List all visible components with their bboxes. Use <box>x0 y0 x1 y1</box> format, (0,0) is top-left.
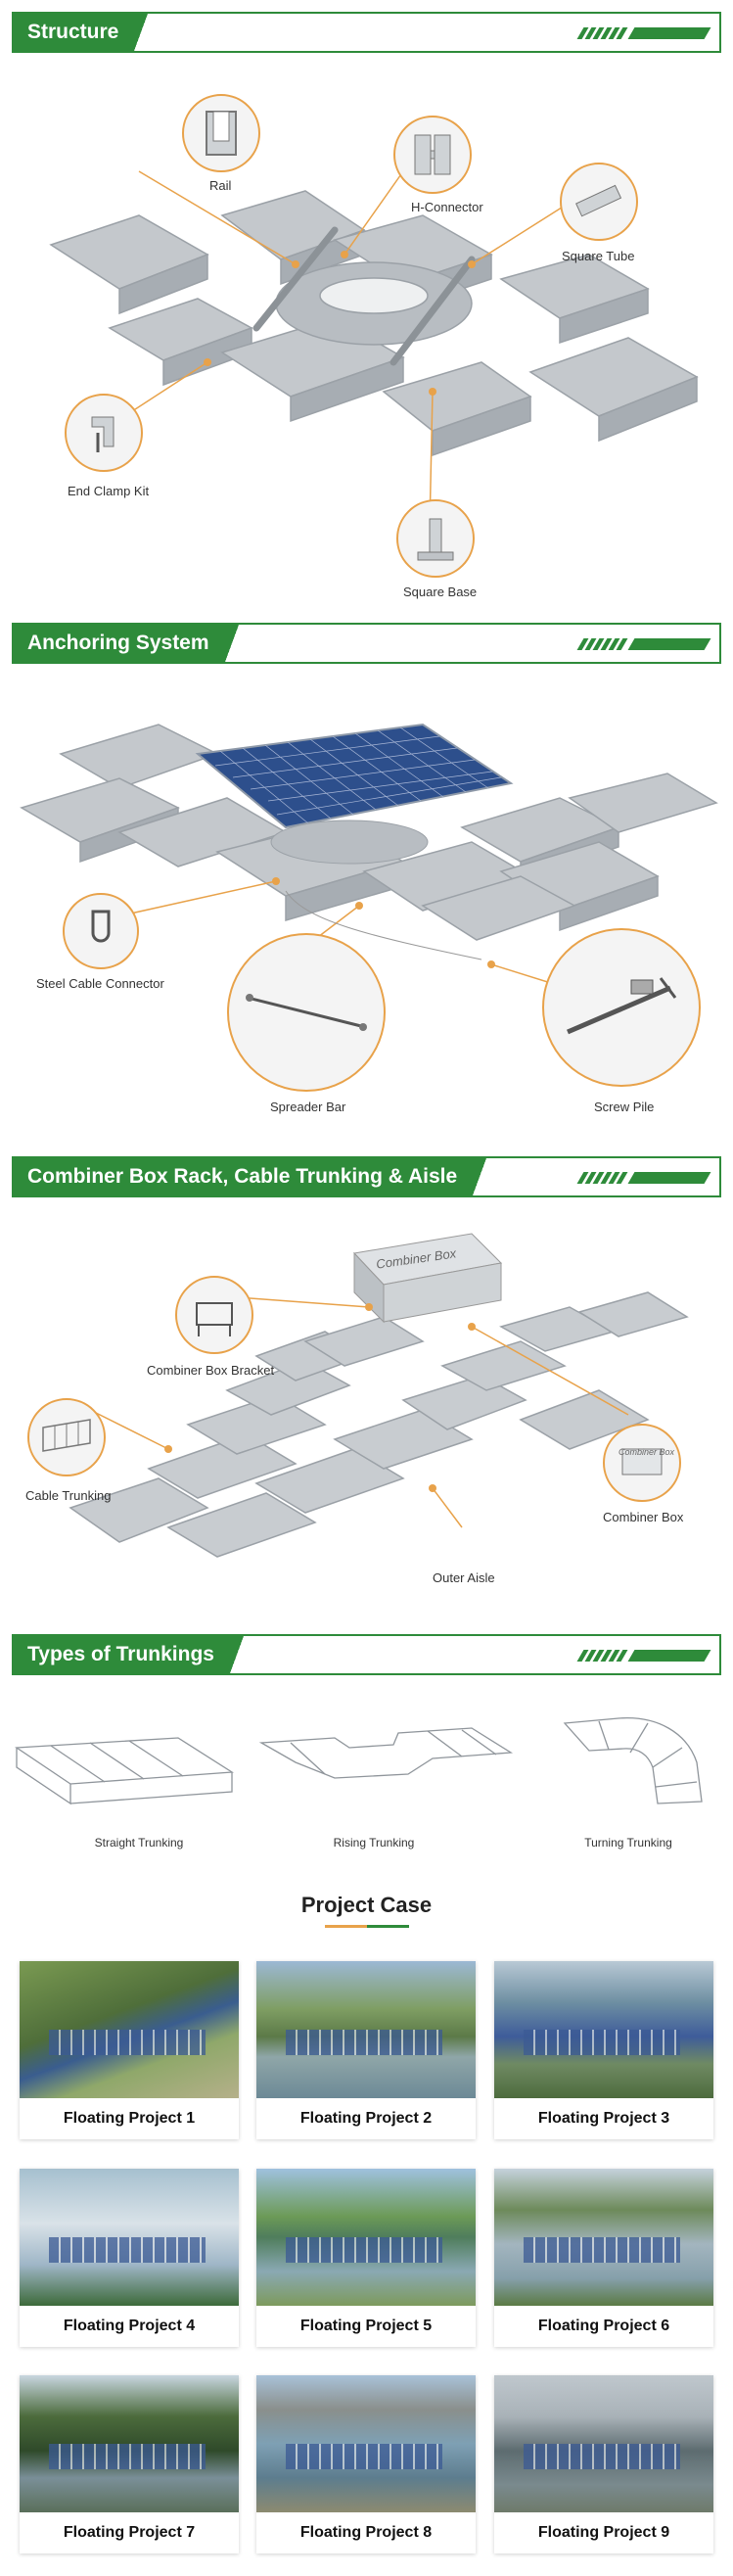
trunkings-illustration <box>15 1717 703 1805</box>
screw-pile-callout <box>542 928 701 1087</box>
project-caption: Floating Project 5 <box>299 2318 433 2334</box>
square-tube-callout <box>560 163 638 241</box>
solar-panels-overlay <box>524 2030 680 2055</box>
end-clamp-label: End Clamp Kit <box>68 484 150 498</box>
square-base-label: Square Base <box>403 585 478 599</box>
project-caption: Floating Project 7 <box>63 2524 196 2541</box>
solar-panels-overlay <box>286 2444 442 2469</box>
project-card[interactable]: Floating Project 6 <box>494 2169 713 2347</box>
project-caption: Floating Project 2 <box>299 2110 433 2127</box>
header-stripes <box>576 1172 711 1184</box>
trunking-label-rising: Rising Trunking <box>333 1836 415 1850</box>
cable-trunking-callout <box>27 1398 106 1476</box>
project-photo <box>494 1961 713 2098</box>
anchoring-diagram: Steel Cable Connector Spreader Bar Screw… <box>12 685 721 1126</box>
project-card[interactable]: Floating Project 9 <box>494 2375 713 2553</box>
structure-illustration <box>49 170 699 530</box>
square-tube-label: Square Tube <box>562 249 635 263</box>
project-caption: Floating Project 1 <box>63 2110 196 2127</box>
rail-callout <box>182 94 260 172</box>
project-caption: Floating Project 8 <box>299 2524 433 2541</box>
rail-label: Rail <box>209 178 232 193</box>
project-caption: Floating Project 6 <box>537 2318 670 2334</box>
project-photo <box>20 1961 239 2098</box>
anchoring-header: Anchoring System <box>12 623 721 664</box>
structure-diagram: Rail H-Connector Square Tube End Clamp K… <box>12 69 721 617</box>
trunking-label-turning: Turning Trunking <box>584 1836 672 1850</box>
title-underline <box>325 1925 409 1928</box>
project-card[interactable]: Floating Project 4 <box>20 2169 239 2347</box>
trunkings-diagram: Straight Trunking Rising Trunking Turnin… <box>12 1694 721 1870</box>
outer-aisle-label: Outer Aisle <box>433 1570 495 1585</box>
project-card[interactable]: Floating Project 2 <box>256 1961 476 2139</box>
project-photo <box>494 2375 713 2512</box>
solar-panels-overlay <box>286 2237 442 2263</box>
bracket-callout <box>175 1276 253 1354</box>
combiner-diagram: Combiner Box Combiner Box Bracket Cable … <box>12 1224 721 1616</box>
solar-panels-overlay <box>49 2030 206 2055</box>
project-caption: Floating Project 9 <box>537 2524 670 2541</box>
project-card[interactable]: Floating Project 5 <box>256 2169 476 2347</box>
small-box-text: Combiner Box <box>618 1447 675 1457</box>
anchoring-illustration <box>20 723 718 990</box>
header-stripes <box>576 638 711 650</box>
project-card[interactable]: Floating Project 8 <box>256 2375 476 2553</box>
project-photo <box>256 2169 476 2306</box>
project-card[interactable]: Floating Project 1 <box>20 1961 239 2139</box>
solar-panels-overlay <box>524 2237 680 2263</box>
project-photo <box>256 2375 476 2512</box>
trunkings-header: Types of Trunkings <box>12 1634 721 1675</box>
project-photo <box>256 1961 476 2098</box>
project-card[interactable]: Floating Project 3 <box>494 1961 713 2139</box>
section-title: Anchoring System <box>14 625 239 662</box>
bracket-label: Combiner Box Bracket <box>147 1363 275 1378</box>
project-photo <box>20 2169 239 2306</box>
trunking-label-straight: Straight Trunking <box>94 1836 184 1850</box>
project-caption: Floating Project 3 <box>537 2110 670 2127</box>
steel-cable-callout <box>63 893 139 969</box>
solar-panels-overlay <box>49 2444 206 2469</box>
header-stripes <box>576 27 711 39</box>
steel-cable-label: Steel Cable Connector <box>36 976 164 991</box>
combiner-illustration <box>69 1233 689 1558</box>
end-clamp-callout <box>65 394 143 472</box>
project-photo <box>494 2169 713 2306</box>
square-base-callout <box>396 499 475 578</box>
structure-header: Structure <box>12 12 721 53</box>
solar-panels-overlay <box>286 2030 442 2055</box>
combiner-box-callout: Combiner Box <box>603 1424 681 1502</box>
combiner-box-label: Combiner Box <box>603 1510 684 1524</box>
section-title: Types of Trunkings <box>14 1636 244 1673</box>
project-case-title: Project Case <box>300 1893 433 1917</box>
project-photo <box>20 2375 239 2512</box>
header-stripes <box>576 1650 711 1662</box>
solar-panels-overlay <box>49 2237 206 2263</box>
spreader-bar-label: Spreader Bar <box>270 1100 346 1114</box>
project-caption: Floating Project 4 <box>63 2318 196 2334</box>
solar-panels-overlay <box>524 2444 680 2469</box>
section-title: Combiner Box Rack, Cable Trunking & Aisl… <box>14 1158 487 1195</box>
h-connector-label: H-Connector <box>411 200 483 214</box>
combiner-header: Combiner Box Rack, Cable Trunking & Aisl… <box>12 1156 721 1197</box>
screw-pile-label: Screw Pile <box>594 1100 655 1114</box>
cable-trunking-label: Cable Trunking <box>25 1488 112 1503</box>
h-connector-callout <box>393 116 472 194</box>
project-card[interactable]: Floating Project 7 <box>20 2375 239 2553</box>
section-title: Structure <box>14 14 149 51</box>
spreader-bar-callout <box>227 933 386 1092</box>
